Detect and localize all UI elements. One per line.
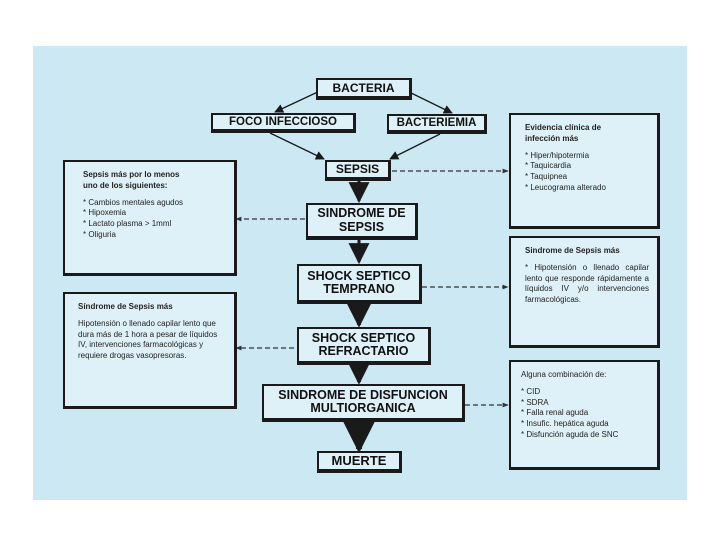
note-evidencia-item: * Taquicardia [525,161,572,171]
arrow-bacteria-foco [274,89,323,113]
note-combinacion-item: * CID [521,386,541,396]
note-combinacion-item: * Falla renal aguda [521,408,589,418]
note-combinacion-item: * Insufic. hepática aguda [521,419,609,429]
note-temprano-body: * Hipotensión o llenado capilar lento qu… [525,262,649,305]
note-evidencia-item: * Leucograma alterado [525,182,606,192]
note-sepsis-criterios-item: * Hipoxemia [83,208,127,218]
note-refractario-title: Síndrome de Sepsis más [78,302,173,311]
node-muerte: MUERTE [317,451,402,473]
note-evidencia-item: * Hiper/hipotermia [525,150,590,160]
node-shock-septico-refractario: SHOCK SEPTICO REFRACTARIO [297,327,431,365]
node-foco-infeccioso: FOCO INFECCIOSO [211,113,356,133]
node-sindrome-disfuncion-multiorganica: SINDROME DE DISFUNCION MULTIORGANICA [262,384,465,422]
node-sindrome-de-sepsis: SINDROME DE SEPSIS [306,203,418,240]
arrow-foco-sepsis [269,132,325,160]
note-sepsis-criterios: Sepsis más por lo menos uno de los sigui… [63,160,237,276]
note-evidencia-clinica: Evidencia clínica de infección más * Hip… [509,113,660,229]
note-sepsis-criterios-item: * Cambios mentales agudos [83,197,184,207]
note-sepsis-criterios-title: Sepsis más por lo menos uno de los sigui… [83,170,180,190]
note-combinacion-item: * Disfunción aguda de SNC [521,429,619,439]
arrow-bacteria-bacteriemia [404,89,453,114]
note-combinacion: Alguna combinación de: * CID * SDRA * Fa… [509,360,660,470]
note-combinacion-item: * SDRA [521,397,549,407]
note-combinacion-title: Alguna combinación de: [521,370,607,379]
node-bacteria: BACTERIA [316,78,412,100]
note-temprano-title: Sindrome de Sepsis más [525,246,620,255]
node-shock-septico-temprano: SHOCK SEPTICO TEMPRANO [297,264,422,304]
node-sepsis: SEPSIS [325,160,391,181]
node-bacteriemia: BACTERIEMIA [387,114,487,134]
note-shock-temprano: Sindrome de Sepsis más * Hipotensión o l… [509,236,660,348]
note-refractario-body: Hipotensión o llenado capilar lento que … [78,318,218,361]
note-evidencia-title: Evidencia clínica de infección más [525,123,602,143]
note-shock-refractario: Síndrome de Sepsis más Hipotensión o lle… [63,292,237,409]
note-sepsis-criterios-item: * Oliguria [83,229,116,239]
note-sepsis-criterios-item: * Lactato plasma > 1mml [83,219,172,229]
note-evidencia-item: * Taquipnea [525,172,568,182]
arrow-bacteriemia-sepsis [389,133,441,160]
